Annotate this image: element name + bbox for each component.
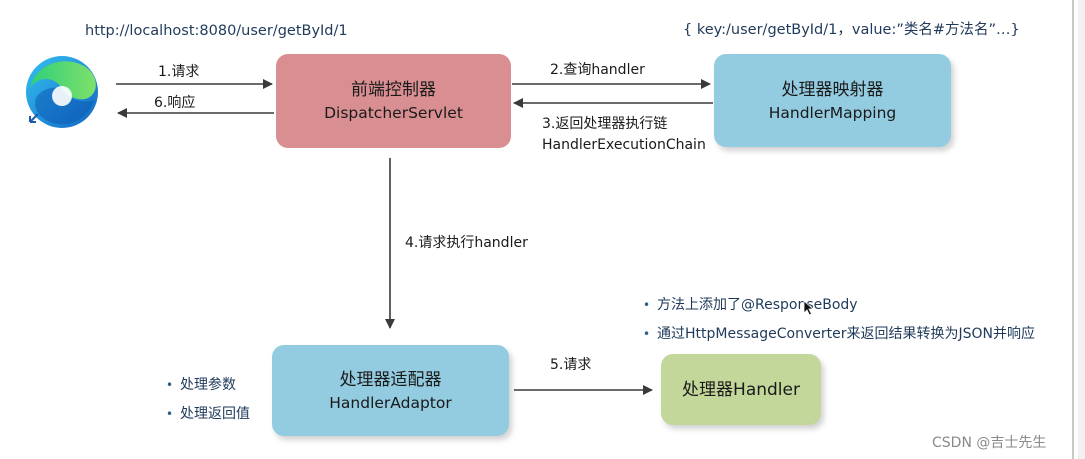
bullet-dot-icon: • [166, 378, 174, 392]
label-return-chain: 3.返回处理器执行链 [542, 116, 668, 132]
watermark: CSDN @吉士先生 [932, 435, 1047, 451]
node-mapping-subtitle: HandlerMapping [768, 103, 897, 122]
label-request-handler: 5.请求 [550, 357, 592, 373]
node-dispatcher-title: 前端控制器 [351, 80, 436, 100]
bullet-dot-icon: • [643, 327, 651, 341]
label-return-chain-type: HandlerExecutionChain [542, 137, 706, 153]
edge-browser-icon [26, 56, 98, 128]
adaptor-note-return: •处理返回值 [166, 406, 250, 422]
request-url: http://localhost:8080/user/getById/1 [85, 23, 348, 39]
node-handler-mapping: 处理器映射器 HandlerMapping [714, 54, 951, 147]
bullet-dot-icon: • [166, 407, 174, 421]
frame-edge [1072, 0, 1074, 459]
node-adaptor-title: 处理器适配器 [339, 369, 442, 390]
node-adaptor-subtitle: HandlerAdaptor [329, 393, 452, 412]
label-request: 1.请求 [158, 64, 200, 80]
node-handler-title: 处理器Handler [682, 379, 800, 400]
node-dispatcher-servlet: 前端控制器 DispatcherServlet [276, 54, 511, 148]
frame-edge-shade [1078, 0, 1085, 459]
label-query-handler: 2.查询handler [550, 62, 645, 78]
adaptor-note-params: •处理参数 [166, 377, 236, 393]
node-handler-adaptor: 处理器适配器 HandlerAdaptor [272, 345, 509, 436]
node-mapping-title: 处理器映射器 [781, 79, 884, 100]
mapping-key-value-note: { key:/user/getById/1，value:”类名#方法名”…} [683, 22, 1020, 38]
label-response: 6.响应 [154, 95, 196, 111]
label-execute-handler: 4.请求执行handler [405, 235, 528, 251]
node-handler: 处理器Handler [661, 354, 821, 425]
handler-note-converter: •通过HttpMessageConverter来返回结果转换为JSON并响应 [643, 326, 1035, 342]
handler-note-responsebody: •方法上添加了@ResponseBody [643, 297, 858, 313]
mouse-cursor-icon [803, 300, 815, 316]
node-dispatcher-subtitle: DispatcherServlet [324, 104, 463, 122]
bullet-dot-icon: • [643, 298, 651, 312]
